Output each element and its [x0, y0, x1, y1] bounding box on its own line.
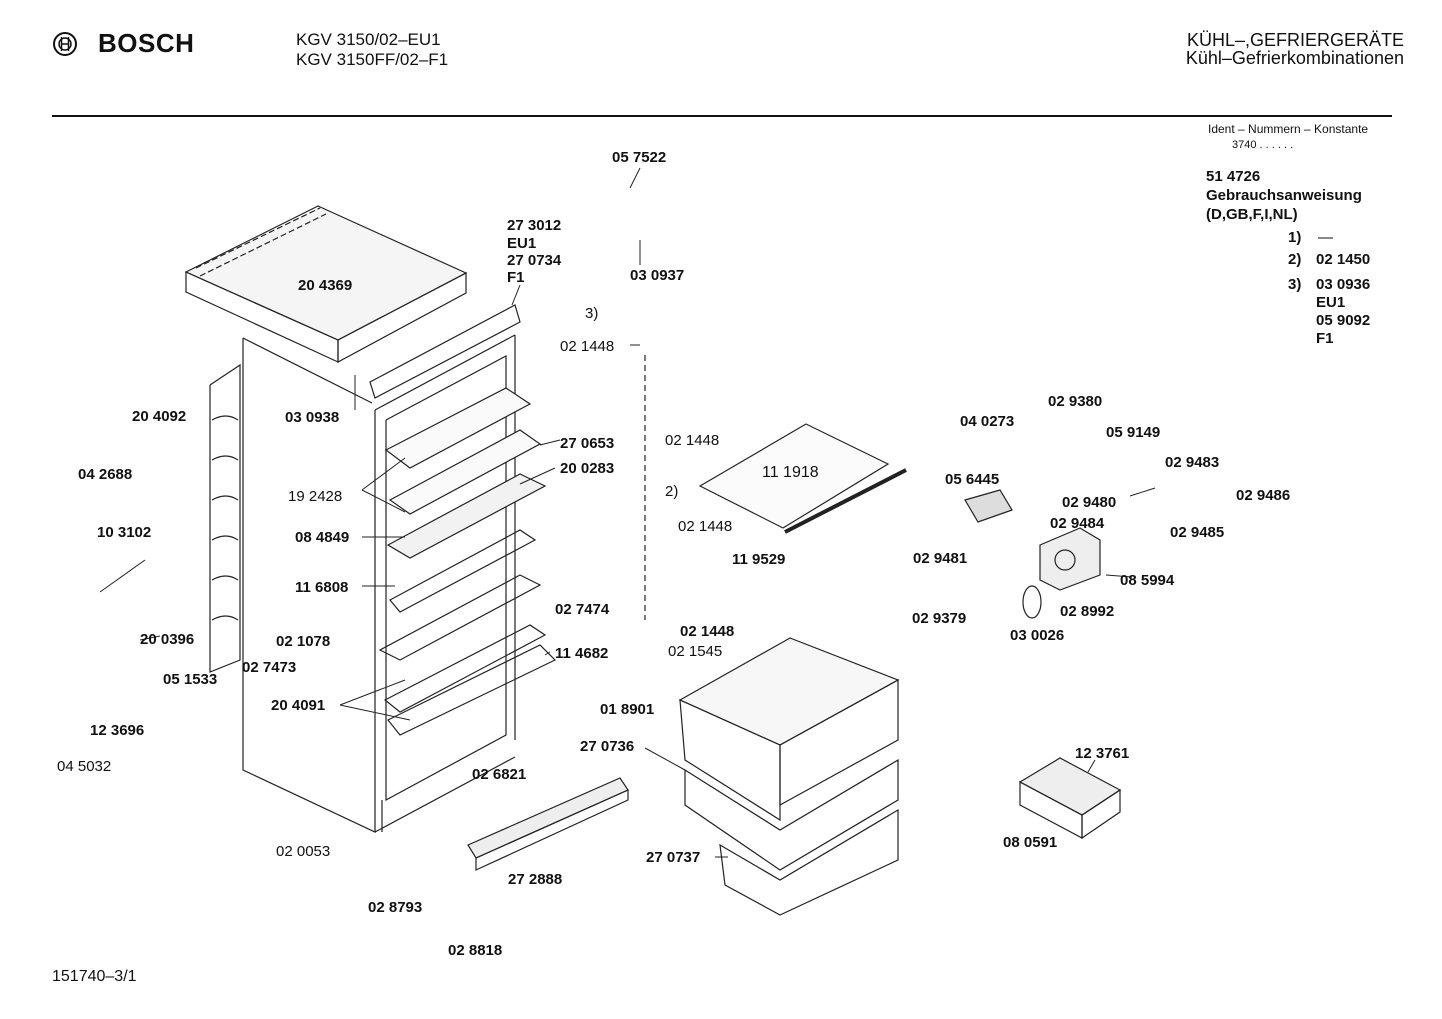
- part-label: 19 2428: [288, 488, 343, 505]
- category-line-1: KÜHL–,GEFRIERGERÄTE: [1186, 30, 1404, 50]
- part-label: 05 7522: [612, 149, 667, 166]
- part-label: 20 4369: [298, 277, 353, 294]
- part-label: 02 7473: [242, 659, 297, 676]
- part-label: 27 0734: [507, 252, 562, 269]
- note-value-3a: 03 0936: [1316, 276, 1371, 293]
- part-label: 11 6808: [295, 579, 349, 596]
- part-label: 02 0053: [276, 843, 331, 860]
- part-label: 05 1533: [163, 671, 218, 688]
- part-label: 02 1448: [665, 432, 720, 449]
- part-label: 02 1448: [560, 338, 615, 355]
- part-label: 11 9529: [732, 551, 786, 568]
- part-label: 12 3761: [1075, 745, 1130, 762]
- ident-value: 3740 . . . . . .: [1232, 139, 1294, 151]
- part-label: 03 0937: [630, 267, 685, 284]
- condenser-drawing: [210, 365, 240, 672]
- part-label: 2): [665, 483, 679, 500]
- model-line-1: KGV 3150/02–EU1: [296, 30, 441, 49]
- part-label: 02 9486: [1236, 487, 1291, 504]
- note-value-3d: F1: [1316, 330, 1334, 347]
- part-label: 03 0026: [1010, 627, 1065, 644]
- part-label: 08 4849: [295, 529, 350, 546]
- part-label: 11 4682: [555, 645, 609, 662]
- leader-lines: [100, 168, 1155, 857]
- document-number: 151740–3/1: [52, 968, 137, 985]
- part-label: 27 0653: [560, 435, 615, 452]
- ice-tray-drawing: [1020, 758, 1120, 838]
- part-label: 20 4091: [271, 697, 326, 714]
- manual-part-number: 51 4726: [1206, 168, 1261, 185]
- part-label: 05 6445: [945, 471, 1000, 488]
- part-label: 20 0283: [560, 460, 615, 477]
- part-label: 02 9379: [912, 610, 967, 627]
- part-label: 02 1448: [680, 623, 735, 640]
- note-value-2: 02 1450: [1316, 251, 1371, 268]
- part-label: 20 0396: [140, 631, 195, 648]
- shelves-drawing: [380, 388, 555, 735]
- part-label: 05 9149: [1106, 424, 1161, 441]
- part-label: 27 2888: [508, 871, 563, 888]
- part-label: 02 8992: [1060, 603, 1115, 620]
- part-label: 02 8818: [448, 942, 503, 959]
- part-label: 04 0273: [960, 413, 1015, 430]
- note-value-1: —: [1318, 229, 1333, 246]
- bosch-logo-icon: [53, 31, 77, 56]
- manual-title: Gebrauchsanweisung: [1206, 187, 1362, 204]
- brand-header: BOSCH: [52, 28, 194, 59]
- part-label: 02 8793: [368, 899, 423, 916]
- part-label: 02 1448: [678, 518, 733, 535]
- note-key-2: 2): [1288, 251, 1302, 268]
- brand-name: BOSCH: [98, 28, 195, 58]
- manual-block: 51 4726 Gebrauchsanweisung (D,GB,F,I,NL): [1206, 167, 1362, 224]
- top-cover-drawing: [186, 206, 466, 362]
- part-label: 02 9481: [913, 550, 968, 567]
- part-label: 04 5032: [57, 758, 112, 775]
- part-label: 27 3012: [507, 217, 562, 234]
- part-label: 02 1078: [276, 633, 331, 650]
- manual-languages: (D,GB,F,I,NL): [1206, 206, 1298, 223]
- glass-shelf-drawing: [700, 424, 906, 532]
- note-key-3: 3): [1288, 276, 1302, 293]
- thermostat-drawing: [965, 490, 1100, 618]
- part-label: 20 4092: [132, 408, 187, 425]
- category-line-2: Kühl–Gefrierkombinationen: [1185, 48, 1404, 68]
- part-label: 08 0591: [1003, 834, 1058, 851]
- part-label: EU1: [507, 235, 537, 252]
- ident-heading: Ident – Nummern – Konstante: [1208, 122, 1369, 136]
- part-label: 12 3696: [90, 722, 145, 739]
- cabinet-body-drawing: [243, 305, 520, 832]
- part-label: 02 9484: [1050, 515, 1105, 532]
- header-divider: [52, 115, 1392, 117]
- part-label: 02 9380: [1048, 393, 1103, 410]
- part-label: 02 9480: [1062, 494, 1117, 511]
- crisper-drawers-drawing: [680, 638, 898, 915]
- part-label: 03 0938: [285, 409, 340, 426]
- part-label: 11 1918: [762, 464, 819, 481]
- model-line-2: KGV 3150FF/02–F1: [296, 50, 449, 69]
- part-label: 02 9483: [1165, 454, 1220, 471]
- note-value-3c: 05 9092: [1316, 312, 1371, 329]
- note-key-1: 1): [1288, 229, 1302, 246]
- part-label: 02 6821: [472, 766, 527, 783]
- part-label: 08 5994: [1120, 572, 1175, 589]
- part-label: 27 0736: [580, 738, 635, 755]
- part-label: 02 1545: [668, 643, 723, 660]
- part-label: 04 2688: [78, 466, 133, 483]
- part-label: F1: [507, 269, 525, 286]
- part-label: 3): [585, 305, 599, 322]
- part-label: 27 0737: [646, 849, 701, 866]
- note-value-3b: EU1: [1316, 294, 1346, 311]
- part-label: 01 8901: [600, 701, 655, 718]
- part-label: 10 3102: [97, 524, 152, 541]
- part-label: 02 7474: [555, 601, 610, 618]
- plinth-grille-drawing: [468, 778, 628, 870]
- part-label: 02 9485: [1170, 524, 1225, 541]
